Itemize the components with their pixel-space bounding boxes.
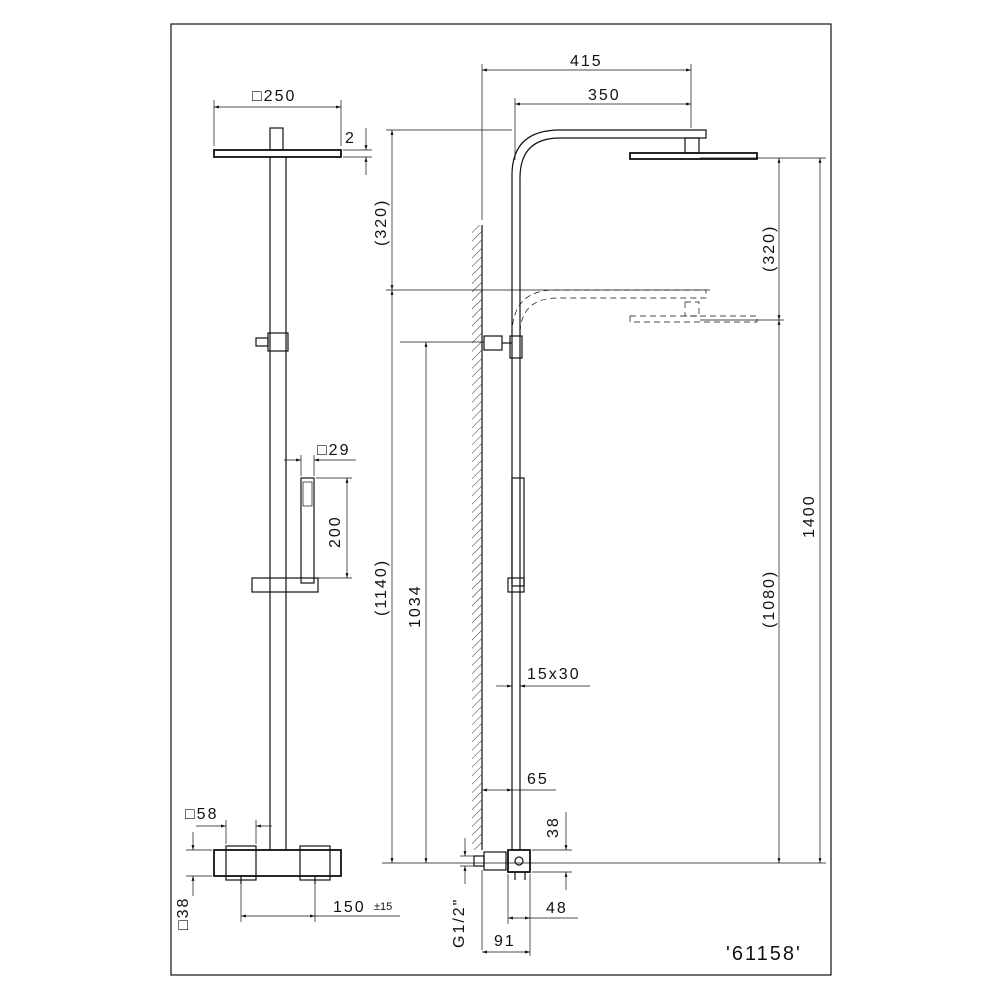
dim-connection-spacing: 150 (333, 899, 366, 916)
front-view: □250 2 □29 200 □58 □38 15 (175, 88, 400, 930)
dim-height-right: (1080) (761, 570, 778, 628)
dim-bracket-height: 1034 (407, 584, 424, 628)
product-code: '61158' (726, 943, 802, 965)
dim-adjust-left: (320) (373, 199, 390, 246)
dim-arm-reach: 350 (588, 87, 621, 104)
front-slide-holder (251, 577, 319, 593)
dim-thread: G1/2" (451, 898, 468, 948)
dim-height-left: (1140) (373, 559, 390, 616)
dim-pipe-size: □38 (175, 897, 192, 930)
front-head-connector (269, 127, 284, 151)
side-wall-bracket (483, 335, 503, 351)
side-view: 415 350 (320) (1140) 1034 (320) (1080) 1… (373, 53, 826, 956)
dim-pipe-section: 15x30 (527, 666, 581, 683)
front-hand-shower-face (302, 481, 313, 507)
side-lowered-head (629, 315, 758, 323)
front-shower-head (213, 149, 342, 158)
front-hand-shower (300, 477, 315, 584)
dim-inlet-height: 38 (545, 816, 562, 838)
side-head-joint (684, 137, 700, 154)
front-left-handle (225, 845, 257, 881)
front-mixer-body (213, 849, 342, 877)
drawing-frame (170, 23, 832, 976)
front-right-handle (299, 845, 331, 881)
front-bracket-knob (255, 337, 269, 347)
dim-body-projection: 91 (494, 933, 516, 950)
side-wall-connector (483, 851, 507, 871)
dim-handshower-width: □29 (317, 442, 350, 459)
side-riser-arm-outer (511, 129, 707, 850)
dim-wall-offset: 65 (527, 771, 549, 788)
side-mixer-body (507, 849, 531, 873)
dim-connection-tolerance: ±15 (374, 901, 392, 913)
dim-adjust-right: (320) (761, 225, 778, 272)
wall-hatching (472, 225, 482, 850)
side-hand-shower (511, 477, 525, 587)
dim-head-thickness: 2 (345, 130, 356, 147)
dim-arm-reach-total: 415 (570, 53, 603, 70)
side-lowered-arm (511, 289, 707, 336)
dim-head-size: □250 (252, 88, 296, 105)
side-slide-holder (507, 577, 525, 593)
dim-body-width: □58 (185, 806, 218, 823)
front-wall-bracket (267, 332, 289, 352)
dim-handshower-length: 200 (327, 515, 344, 548)
dim-body-depth: 48 (546, 900, 568, 917)
dim-total-height: 1400 (801, 494, 818, 538)
